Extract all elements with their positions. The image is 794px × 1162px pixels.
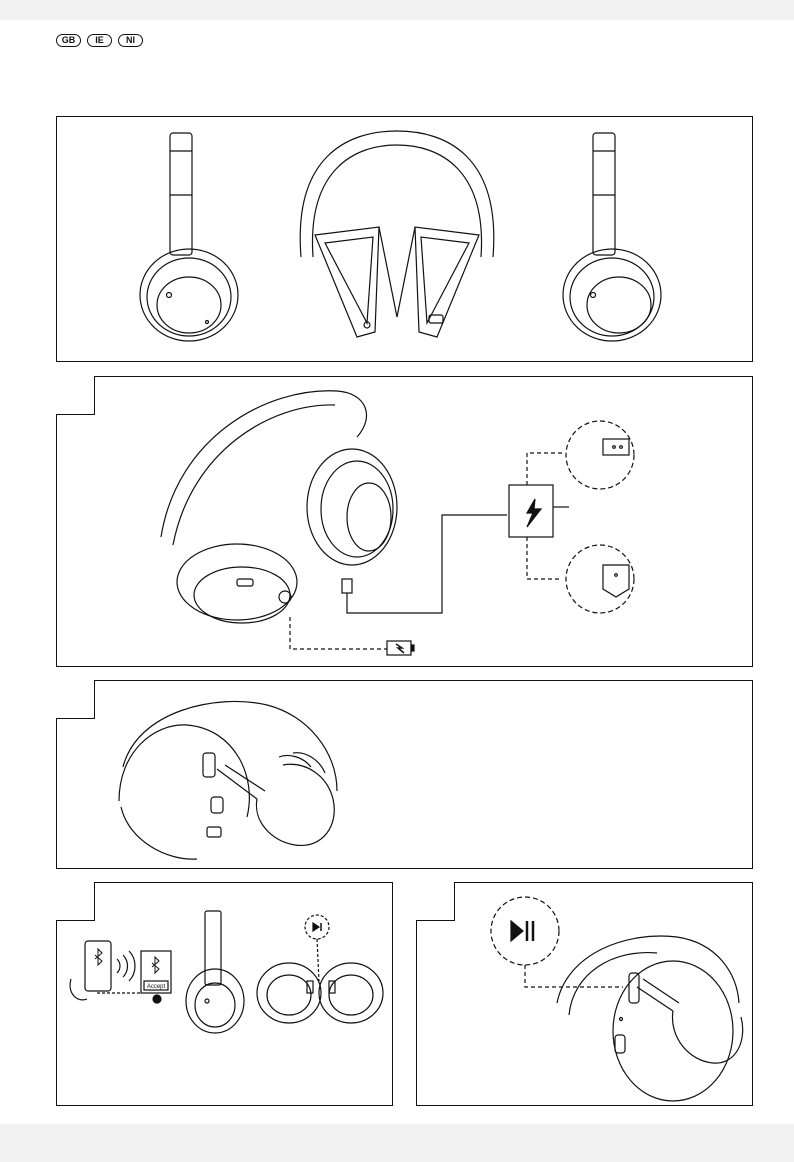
usb-power-adapter bbox=[509, 453, 569, 579]
wall-socket-eu-detail bbox=[566, 421, 634, 489]
headphone-side-small bbox=[186, 911, 244, 1033]
charging-panel-tab bbox=[56, 376, 95, 415]
power-on-panel bbox=[56, 680, 753, 869]
hand-pressing-play bbox=[637, 979, 743, 1063]
usb-cable bbox=[290, 515, 507, 649]
headphone-front-view bbox=[300, 131, 494, 337]
accept-button-label: Accept bbox=[147, 984, 166, 990]
overview-panel bbox=[56, 116, 753, 362]
headphone-right-side-view bbox=[563, 133, 661, 341]
play-pause-panel bbox=[416, 882, 753, 1106]
page-footer-strip bbox=[0, 1124, 794, 1162]
bluetooth-pairing-illustration: Accept bbox=[57, 883, 394, 1107]
charging-illustration bbox=[57, 377, 754, 668]
language-badge-gb: GB bbox=[56, 34, 81, 47]
headphone-cup-closeup bbox=[557, 936, 739, 1101]
headphone-left-side-view bbox=[140, 133, 238, 341]
smartphone-bluetooth bbox=[70, 941, 141, 1000]
play-pause-icon bbox=[491, 897, 623, 987]
headphone-folded-view bbox=[161, 391, 397, 623]
hand-pressing-button bbox=[217, 753, 334, 846]
power-on-panel-tab bbox=[56, 680, 95, 719]
language-badge-ie: IE bbox=[87, 34, 112, 47]
pairing-panel-tab bbox=[56, 882, 95, 921]
headphones-overview-illustration bbox=[57, 117, 754, 363]
power-button-press-illustration bbox=[57, 681, 754, 870]
play-pause-illustration bbox=[417, 883, 754, 1107]
wall-socket-uk-detail bbox=[566, 545, 634, 613]
charging-panel bbox=[56, 376, 753, 667]
headphones-pair-cups bbox=[257, 915, 383, 1023]
battery-charging-icon bbox=[387, 641, 414, 655]
language-badge-ni: NI bbox=[118, 34, 143, 47]
pairing-panel: Accept bbox=[56, 882, 393, 1106]
play-pause-panel-tab bbox=[416, 882, 455, 921]
language-badges: GB IE NI bbox=[56, 34, 143, 48]
page-header-strip bbox=[0, 0, 794, 20]
accept-dialog: Accept bbox=[141, 951, 171, 1003]
